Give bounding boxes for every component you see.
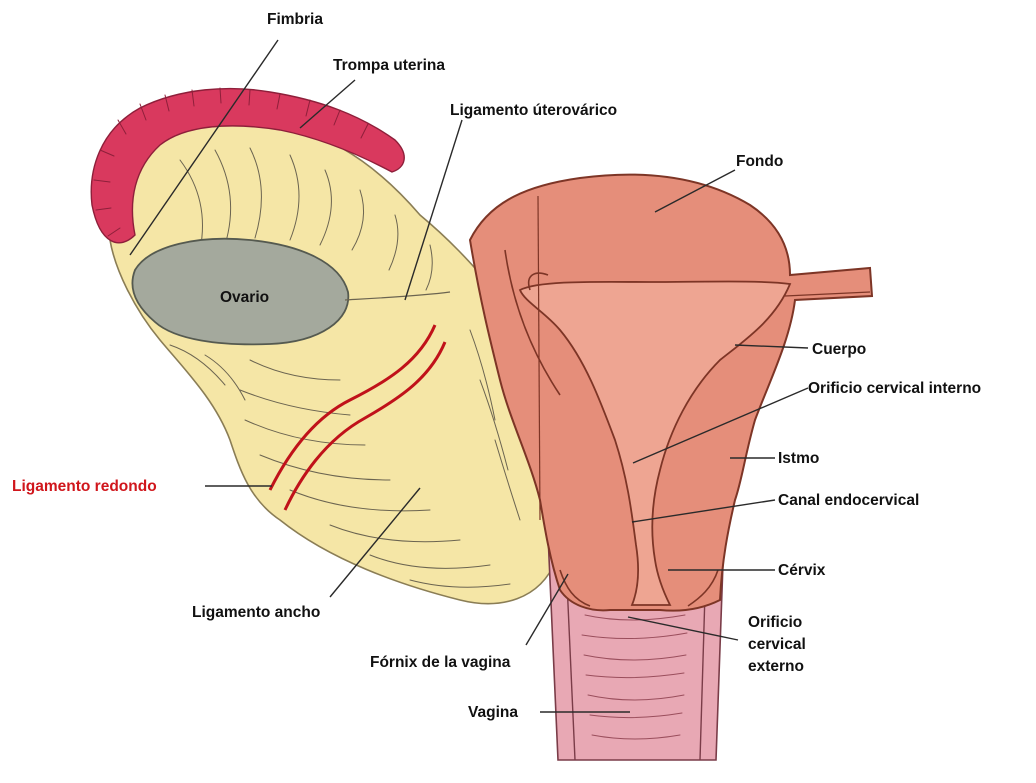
label-cervix: Cérvix [778,562,826,579]
label-vagina: Vagina [468,704,518,721]
label-fondo: Fondo [736,153,783,170]
label-cuerpo: Cuerpo [812,341,866,358]
label-istmo: Istmo [778,450,819,467]
label-ligamento-uteroovarico: Ligamento úterovárico [450,102,617,119]
label-orificio-externo-1: Orificio [748,614,802,631]
label-canal-endocervical: Canal endocervical [778,492,919,509]
label-ovario: Ovario [220,289,269,306]
label-orificio-cervical-interno: Orificio cervical interno [808,380,981,397]
broad-ligament-shape [110,115,556,603]
label-orificio-externo-3: externo [748,658,804,675]
label-ligamento-ancho: Ligamento ancho [192,604,320,621]
label-fimbria: Fimbria [267,11,323,28]
label-orificio-externo-2: cervical [748,636,806,653]
label-ligamento-redondo: Ligamento redondo [12,478,157,495]
broad-ligament [110,115,556,603]
label-fornix: Fórnix de la vagina [370,654,511,671]
label-trompa-uterina: Trompa uterina [333,57,445,74]
